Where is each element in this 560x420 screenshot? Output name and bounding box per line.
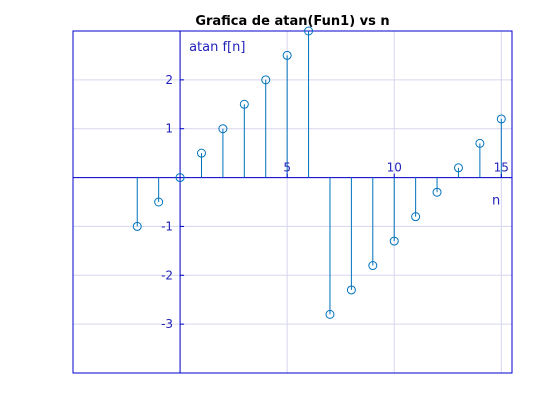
grid-layer [72, 30, 512, 374]
stem-marker [282, 50, 292, 60]
stem-layer [132, 26, 506, 319]
tick-layer: 5 10 15 -3 -2 -1 1 2 [161, 73, 509, 331]
stem-marker [389, 236, 399, 246]
stem-marker [196, 148, 206, 158]
stem-marker [453, 163, 463, 173]
stem-marker [411, 212, 421, 222]
y-axis-label: atan f[n] [189, 40, 245, 55]
stem-marker [368, 261, 378, 271]
axis-layer [73, 31, 512, 373]
stem-marker [325, 309, 335, 319]
stem-marker [496, 114, 506, 124]
y-tick-label: -2 [161, 268, 173, 282]
y-tick-label: -1 [161, 219, 173, 233]
stem-marker [239, 99, 249, 109]
x-tick-label: 5 [283, 161, 291, 175]
stem-marker [475, 138, 485, 148]
x-tick-label: 10 [387, 161, 402, 175]
plot-frame [72, 30, 513, 374]
chart-title: Grafica de atan(Fun1) vs n [195, 14, 389, 29]
y-tick-label: 2 [165, 73, 173, 87]
x-tick-label: 15 [494, 161, 509, 175]
stem-marker [154, 197, 164, 207]
stem-marker [261, 75, 271, 85]
stem-marker [432, 187, 442, 197]
stem-marker [175, 173, 185, 183]
y-tick-label: -3 [161, 317, 173, 331]
stem-marker [304, 26, 314, 36]
y-tick-label: 1 [165, 122, 173, 136]
stem-marker [346, 285, 356, 295]
stem-marker [218, 124, 228, 134]
stem-marker [132, 221, 142, 231]
x-axis-label: n [492, 194, 500, 209]
